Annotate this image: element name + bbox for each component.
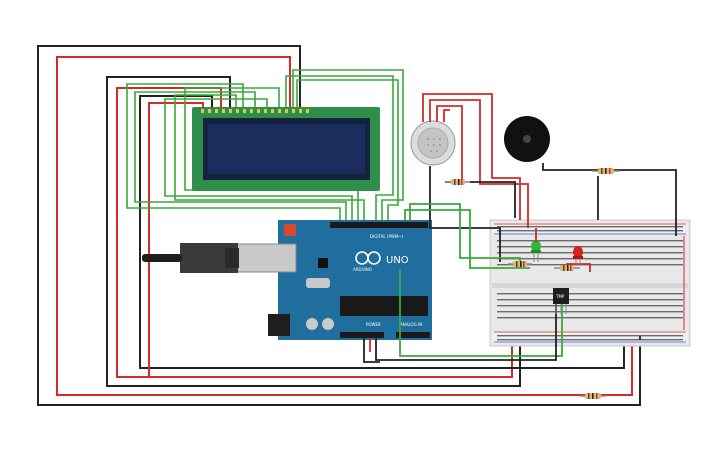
analog-in-label: ANALOG IN [400,322,422,327]
rail-wires [535,228,677,242]
wire-black-inner1[interactable] [106,76,521,387]
breadboard-top-rail [492,223,688,235]
green-led[interactable] [531,240,541,262]
red-led[interactable] [573,246,583,266]
digital-header [330,222,428,228]
power-header [340,332,384,338]
power-label: POWER [366,322,381,327]
breadboard-center-channel [492,283,688,288]
analog-header [396,332,430,338]
piezo-buzzer[interactable] [504,116,550,162]
arduino-brand: UNO [386,255,409,266]
breadboard [489,219,691,347]
power-jack[interactable] [268,314,290,336]
usb-cable [142,254,182,262]
breadboard-bottom-rail [492,331,688,343]
resistor-1[interactable] [446,179,470,185]
lcd-data-wires [126,69,404,220]
usb-port[interactable] [235,243,297,273]
gas-sensor[interactable] [410,120,456,166]
resistor-2[interactable] [592,168,620,174]
digital-pins-label: DIGITAL (PWM~) [370,234,404,239]
wire-red-inner2[interactable] [148,102,204,378]
wire-black-outer[interactable] [37,45,641,406]
wire-black-inner2[interactable] [139,95,625,369]
resistor-4[interactable] [554,265,580,271]
lcd-display [192,107,380,191]
lcd-screen [208,124,365,174]
gas-sensor-mesh [417,127,449,159]
resistor-5[interactable] [580,393,606,399]
arduino-uno: UNO ARDUINO DIGITAL (PWM~) POWER ANALOG … [142,220,432,340]
reset-button[interactable] [284,224,296,236]
temp-sensor-label: TMP [555,294,565,299]
arduino-maker: ARDUINO [353,267,372,272]
temperature-sensor[interactable]: TMP [553,288,569,314]
resistor-3[interactable] [508,261,532,267]
lcd-header-pins [201,109,309,113]
atmega-chip [340,296,428,316]
wire-red-outer[interactable] [56,56,633,396]
